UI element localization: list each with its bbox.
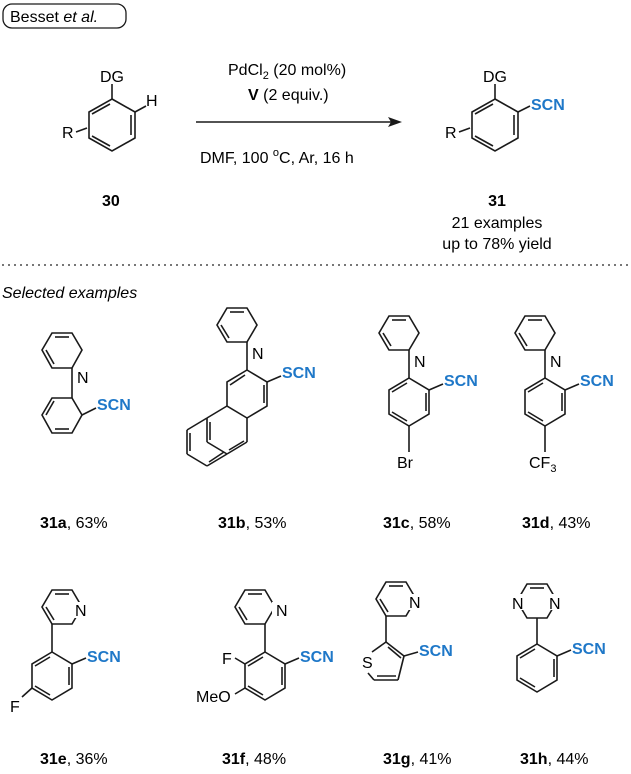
product-dg-label: DG bbox=[483, 69, 507, 86]
product-number: 31 bbox=[488, 193, 506, 210]
substituent-br: Br bbox=[397, 455, 414, 472]
reactant-structure bbox=[75, 84, 147, 152]
example-label: 31b, 53% bbox=[218, 515, 287, 532]
product-structure bbox=[458, 84, 531, 152]
reactant-h-label: H bbox=[146, 93, 158, 110]
scn-label: SCN bbox=[97, 397, 131, 414]
svg-text:Besset et al.: Besset et al. bbox=[10, 9, 98, 26]
atom-n: N bbox=[414, 354, 426, 371]
example-label: 31d, 43% bbox=[522, 515, 591, 532]
example-31h: N N SCN 31h, 44% bbox=[512, 583, 606, 768]
example-label: 31e, 36% bbox=[40, 751, 108, 768]
substituent-cf3: CF3 bbox=[529, 455, 556, 475]
example-31c: N SCN Br 31c, 58% bbox=[378, 315, 478, 532]
atom-n: N bbox=[409, 595, 421, 612]
condition-catalyst: PdCl2 (20 mol%) bbox=[228, 62, 346, 82]
reactant-dg-label: DG bbox=[100, 69, 124, 86]
section-title: Selected examples bbox=[2, 285, 137, 302]
reactant-number: 30 bbox=[102, 193, 120, 210]
product-yield: up to 78% yield bbox=[442, 236, 551, 253]
substituent-f: F bbox=[10, 699, 20, 716]
example-31e: N SCN F 31e, 36% bbox=[10, 589, 121, 768]
atom-n: N bbox=[512, 596, 524, 613]
condition-reagent: V (2 equiv.) bbox=[248, 87, 329, 104]
example-label: 31c, 58% bbox=[383, 515, 451, 532]
example-label: 31f, 48% bbox=[222, 751, 286, 768]
scn-label: SCN bbox=[572, 641, 606, 658]
atom-n: N bbox=[252, 346, 264, 363]
heteroatom-s: S bbox=[362, 655, 373, 672]
citation-author: Besset bbox=[10, 9, 59, 26]
substituent-f: F bbox=[222, 651, 232, 668]
condition-temperature: DMF, 100 oC, Ar, 16 h bbox=[200, 147, 354, 167]
example-label: 31h, 44% bbox=[520, 751, 589, 768]
example-31g: N S SCN 31g, 41% bbox=[362, 581, 453, 768]
scn-label: SCN bbox=[444, 373, 478, 390]
citation-box: Besset et al. bbox=[2, 3, 127, 29]
citation-etal: et al. bbox=[63, 9, 98, 26]
scn-label: SCN bbox=[282, 365, 316, 382]
example-label: 31a, 63% bbox=[40, 515, 108, 532]
atom-n: N bbox=[549, 596, 561, 613]
reactant-r-label: R bbox=[62, 125, 74, 142]
scn-label: SCN bbox=[419, 643, 453, 660]
scn-label: SCN bbox=[87, 649, 121, 666]
product-examples: 21 examples bbox=[452, 215, 543, 232]
example-31a: N SCN 31a, 63% bbox=[40, 332, 131, 532]
example-31d: N SCN CF3 31d, 43% bbox=[514, 315, 614, 532]
example-label: 31g, 41% bbox=[383, 751, 452, 768]
scn-label: SCN bbox=[300, 649, 334, 666]
product-r-label: R bbox=[445, 125, 457, 142]
atom-n: N bbox=[550, 354, 562, 371]
atom-n: N bbox=[276, 603, 288, 620]
example-31f: N SCN F MeO 31f, 48% bbox=[196, 589, 334, 768]
reaction-arrow bbox=[196, 117, 402, 127]
atom-n: N bbox=[75, 603, 87, 620]
substituent-ome: MeO bbox=[196, 689, 231, 706]
scn-label: SCN bbox=[580, 373, 614, 390]
example-31b: N SCN 31b, 53% bbox=[186, 307, 316, 532]
atom-n: N bbox=[77, 370, 89, 387]
product-scn-label: SCN bbox=[531, 97, 565, 114]
